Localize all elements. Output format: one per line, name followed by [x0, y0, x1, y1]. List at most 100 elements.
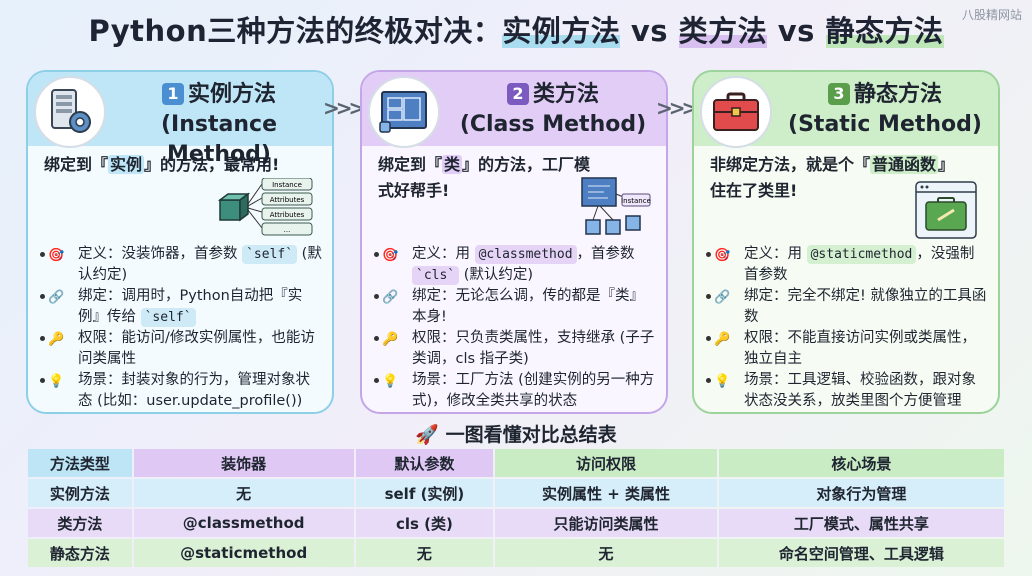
column-header: 访问权限	[495, 449, 717, 477]
table-title: 🚀 一图看懂对比总结表	[415, 424, 617, 446]
table-cell: 无	[495, 539, 717, 567]
bullet-definition: 🎯 定义：用 @staticmethod，没强制首参数	[706, 244, 988, 286]
desc-text: 绑定到『	[44, 155, 109, 174]
card-subtitle: (Instance Method)	[161, 112, 277, 167]
page-title: Python三种方法的终极对决：实例方法 vs 类方法 vs 静态方法	[0, 8, 1032, 50]
table-cell: 实例属性 + 类属性	[495, 479, 717, 507]
card-description: 绑定到『实例』的方法，最常用!	[44, 152, 318, 178]
bullet-permission: 🔑 权限：能访问/修改实例属性，也能访问类属性	[40, 328, 322, 370]
table-row: 静态方法 @staticmethod 无 无 命名空间管理、工具逻辑	[28, 539, 1004, 567]
code-snippet: @staticmethod	[806, 245, 917, 264]
key-icon: 🔑	[48, 332, 65, 347]
code-snippet: @classmethod	[474, 245, 577, 264]
table-row: 类方法 @classmethod cls (类) 只能访问类属性 工厂模式、属性…	[28, 509, 1004, 537]
code-snippet: `cls`	[412, 266, 460, 285]
bullet-text: 权限：能访问/修改实例属性，也能访问类属性	[78, 330, 315, 367]
bullet-permission: 🔑 权限：不能直接访问实例或类属性，独立自主	[706, 328, 988, 370]
target-icon: 🎯	[714, 248, 731, 263]
class-blueprint-illustration: Instance	[578, 176, 652, 244]
column-header: 方法类型	[28, 449, 132, 477]
card-number: 1	[161, 83, 184, 105]
table-row: 实例方法 无 self (实例) 实例属性 + 类属性 对象行为管理	[28, 479, 1004, 507]
blueprint-icon	[368, 76, 440, 148]
title-prefix: Python三种方法的终极对决：	[88, 14, 503, 48]
bullet-text: 权限：不能直接访问实例或类属性，独立自主	[744, 330, 976, 367]
link-icon: 🔗	[714, 290, 731, 305]
bullet-list: 🎯定义：用 @classmethod，首参数 `cls` (默认约定) 🔗 绑定：…	[374, 244, 656, 412]
table-cell: 命名空间管理、工具逻辑	[718, 539, 1004, 567]
bullet-text: 定义：用	[412, 246, 475, 262]
bullet-text: 定义：用	[744, 246, 807, 262]
illus-label: Instance	[272, 181, 302, 189]
bullet-scenario: 💡场景：工具逻辑、校验函数，跟对象状态没关系，放类里图个方便管理	[706, 370, 988, 412]
table-cell: @staticmethod	[133, 539, 354, 567]
table-cell: 实例方法	[28, 479, 132, 507]
table-cell: self (实例)	[355, 479, 494, 507]
bullet-binding: 🔗 绑定：完全不绑定! 就像独立的工具函数	[706, 286, 988, 328]
card-subtitle: (Class Method)	[459, 112, 647, 137]
title-class-method: 类方法	[678, 14, 768, 48]
bullet-text: (默认约定)	[78, 246, 322, 283]
card-number: 2	[506, 83, 529, 105]
card-number: 3	[827, 83, 850, 105]
desc-text: 』的方法，最常用!	[144, 155, 280, 174]
illus-label: Instance	[621, 197, 651, 205]
bullet-scenario: 💡 场景：封装对象的行为，管理对象状态 (比如：user.update_profi…	[40, 370, 322, 412]
bullet-text: 绑定：调用时，Python自动把『实例』传给	[78, 288, 303, 325]
bullet-scenario: 💡场景：工厂方法 (创建实例的另一种方式)，修改全类共享的状态	[374, 370, 656, 412]
bullet-text: 绑定：完全不绑定! 就像独立的工具函数	[744, 288, 987, 325]
card-title-text: 类方法	[532, 82, 599, 107]
chevron-arrows-icon: >>>	[323, 96, 365, 120]
bullet-list: 🎯 定义：用 @staticmethod，没强制首参数 🔗 绑定：完全不绑定! 就像…	[706, 244, 988, 412]
column-header: 装饰器	[133, 449, 354, 477]
bullet-binding: 🔗 绑定：调用时，Python自动把『实例』传给 `self`	[40, 286, 322, 328]
title-vs-1: vs	[620, 14, 679, 48]
table-cell: 无	[355, 539, 494, 567]
desc-highlight: 类	[442, 155, 463, 174]
lightbulb-icon: 💡	[48, 374, 65, 389]
bullet-text: 场景：封装对象的行为，管理对象状态 (比如：user.update_profil…	[78, 372, 310, 409]
title-instance-method: 实例方法	[502, 14, 621, 48]
toolbox-window-illustration	[914, 180, 978, 244]
desc-text: 』住在了类里!	[710, 155, 947, 200]
toolbox-icon	[700, 76, 772, 148]
bullet-definition: 🎯定义：没装饰器，首参数 `self` (默认约定)	[40, 244, 322, 286]
code-snippet: `self`	[242, 245, 298, 264]
key-icon: 🔑	[714, 332, 731, 347]
table-cell: 只能访问类属性	[495, 509, 717, 537]
bullet-text: 绑定：无论怎么调，传的都是『类』本身!	[412, 288, 644, 325]
link-icon: 🔗	[382, 290, 399, 305]
desc-text: 绑定到『	[378, 155, 443, 174]
comparison-table: 方法类型 装饰器 默认参数 访问权限 核心场景 实例方法 无 self (实例)…	[26, 447, 1006, 569]
chevron-arrows-icon: >>>	[656, 96, 698, 120]
desc-text: 』的方法，工厂模式好帮手!	[378, 155, 591, 200]
lightbulb-icon: 💡	[714, 374, 731, 389]
instance-attributes-illustration: Instance Attributes Attributes ...	[217, 177, 318, 244]
bullet-text: 场景：工厂方法 (创建实例的另一种方式)，修改全类共享的状态	[412, 372, 655, 409]
bullet-text: ，首参数	[576, 246, 635, 262]
key-icon: 🔑	[382, 332, 399, 347]
illus-label: Attributes	[270, 196, 305, 204]
target-icon: 🎯	[48, 248, 65, 263]
code-snippet: `self`	[140, 308, 196, 327]
table-header-row: 方法类型 装饰器 默认参数 访问权限 核心场景	[28, 449, 1004, 477]
card-subtitle: (Static Method)	[788, 112, 982, 137]
bullet-binding: 🔗 绑定：无论怎么调，传的都是『类』本身!	[374, 286, 656, 328]
table-cell: 类方法	[28, 509, 132, 537]
desc-highlight: 实例	[108, 155, 145, 174]
column-header: 核心场景	[718, 449, 1004, 477]
illus-label: Attributes	[270, 211, 305, 219]
server-gear-icon	[34, 76, 106, 148]
link-icon: 🔗	[48, 290, 65, 305]
bullet-text: ，没强制首参数	[744, 246, 975, 283]
table-cell: 无	[133, 479, 354, 507]
illus-label: ...	[284, 226, 291, 234]
card-description: 非绑定方法，就是个『普通函数』住在了类里!	[710, 152, 948, 204]
bullet-definition: 🎯定义：用 @classmethod，首参数 `cls` (默认约定)	[374, 244, 656, 286]
card-title-text: 实例方法	[187, 82, 276, 107]
